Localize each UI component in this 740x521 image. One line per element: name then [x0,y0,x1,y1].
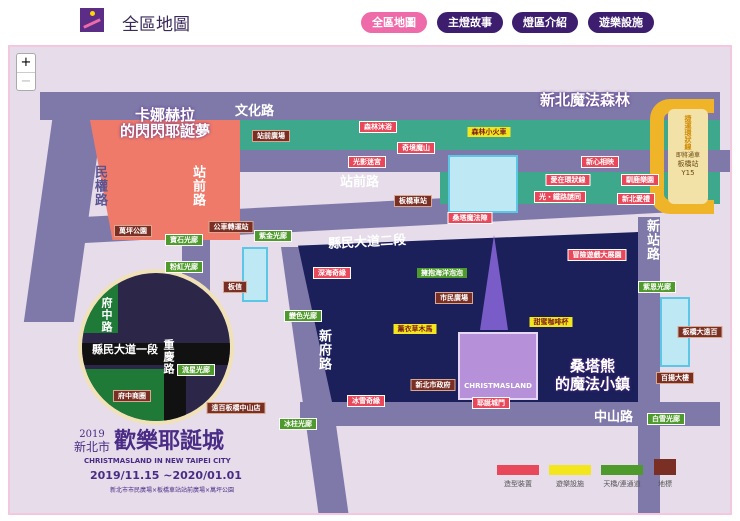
christmas-tree-icon [480,235,508,330]
road-name: 新府路 [316,329,331,371]
label-installation[interactable]: 冒險遊戲大展園 [567,249,627,261]
legend-installation: 造型裝置 [494,465,542,489]
kanahei-zone [90,120,240,240]
banxin-building [242,247,268,302]
label-landmark[interactable]: 市民廣場 [435,292,473,304]
event-venues: 新北市市民廣場×板橋車站站前廣場×萬坪公園 [109,487,235,494]
label-landmark[interactable]: 萬坪公園 [114,225,152,237]
legend-ride: 遊樂設施 [546,465,594,489]
label-ride[interactable]: 森林小火車 [467,127,511,137]
label-installation[interactable]: 新北愛禮 [617,193,655,205]
road-name: 站前路 [340,175,380,190]
label-installation[interactable]: 愛在環狀線 [545,174,591,186]
label-installation[interactable]: 新心相映 [581,156,619,168]
road-name: 縣民大道一段 [92,343,158,356]
map-logo-icon [80,8,104,32]
label-installation[interactable]: 冰雪奇緣 [347,395,385,407]
label-walkway[interactable]: 紫恩光廊 [638,281,676,293]
label-landmark[interactable]: 站前廣場 [252,130,290,142]
mrt-code: Y15 [681,169,695,177]
mrt-sign: 捷運環狀線 即將通車 板橋站 Y15 [668,109,708,204]
road-name: 新站路 [644,219,659,261]
nav-main-light-story[interactable]: 主燈故事 [437,12,503,33]
zoom-control[interactable]: + − [16,53,36,91]
legend-label: 遊樂設施 [556,480,584,488]
label-installation[interactable]: 耶誕城門 [472,397,510,409]
label-installation[interactable]: 光・鐵路謎同 [534,191,586,203]
label-walkway[interactable]: 寶石光廊 [165,234,203,246]
label-landmark[interactable]: 公車轉運站 [208,221,254,233]
label-landmark[interactable]: 府中商圈 [113,390,151,402]
road-name: 站前路 [190,165,205,207]
label-installation[interactable]: 光影迷宮 [348,156,386,168]
event-name: 歡樂耶誕城 [114,429,225,454]
label-installation[interactable]: 深海奇緣 [313,267,351,279]
label-landmark[interactable]: 新北市政府 [410,379,456,391]
road-name: 重慶路 [162,339,175,375]
event-year: 2019 [79,429,105,440]
label-installation[interactable]: 奇境魔山 [397,142,435,154]
label-ride[interactable]: 擁抱海洋泡泡 [417,268,467,278]
label-landmark[interactable]: 百揚大樓 [656,372,694,384]
event-city: 新北市 [73,440,110,454]
area-title-forest: 新北魔法森林 [540,91,631,109]
label-landmark[interactable]: 板橋車站 [394,195,432,207]
castle-text: CHRISTMASLAND [464,382,532,390]
event-map[interactable]: CHRISTMASLAND + − 文化路 站前路 站前路 民權路 縣民大道二段… [8,45,732,515]
label-walkway[interactable]: 紫金光廊 [254,230,292,242]
label-ride[interactable]: 薰衣草木馬 [393,324,437,334]
area-title-kanahei: 卡娜赫拉 的閃閃耶誕夢 [120,106,211,140]
mrt-station: 板橋站 [677,160,699,168]
legend-swatch [549,465,591,475]
christmasland-castle: CHRISTMASLAND [458,332,538,400]
label-walkway[interactable]: 冰柱光廊 [279,418,317,430]
page-title: 全區地圖 [122,15,190,35]
event-dates: 2019/11.15 ~2020/01.01 [90,469,242,482]
legend-label: 地標 [658,480,672,488]
zoom-out-button[interactable]: − [17,72,35,90]
mrt-soon: 即將通車 [675,152,700,159]
legend-landmark: 地標 [650,459,680,489]
label-landmark[interactable]: 板橋大遠百 [677,326,723,338]
road-name: 文化路 [235,104,275,119]
label-walkway[interactable]: 白雪光廊 [647,413,685,425]
legend-swatch [497,465,539,475]
legend-swatch [601,465,643,475]
mrt-line-name: 捷運環狀線 [684,115,692,150]
label-walkway[interactable]: 粉紅光廊 [165,261,203,273]
road-wenhua [40,92,720,120]
banqiao-station-building [448,155,518,213]
label-ride[interactable]: 甜蜜咖啡杯 [529,317,573,327]
area-title-santa: 桑塔熊 的魔法小鎮 [555,357,631,393]
label-landmark[interactable]: 遠百板橋中山店 [206,402,266,414]
label-landmark[interactable]: 板信 [223,281,247,293]
zoom-in-button[interactable]: + [20,55,32,70]
nav-full-map[interactable]: 全區地圖 [361,12,427,33]
road-name: 民權路 [92,165,107,207]
label-walkway[interactable]: 流星光廊 [177,364,215,376]
road-name: 中山路 [594,410,634,425]
label-installation[interactable]: 森林沐浴 [359,121,397,133]
nav-light-zones[interactable]: 燈區介紹 [512,12,578,33]
nav-rides[interactable]: 遊樂設施 [588,12,654,33]
legend-label: 天橋/連通道 [603,480,641,488]
fuzhong-inset [78,269,234,425]
label-installation[interactable]: 桑塔魔法陣 [447,212,493,224]
road-name: 府中路 [100,297,113,333]
header: 全區地圖 全區地圖 主燈故事 燈區介紹 遊樂設施 [0,0,740,44]
label-installation[interactable]: 馴鹿樂園 [621,174,659,186]
event-english-name: CHRISTMASLAND IN NEW TAIPEI CITY [84,457,231,465]
legend-swatch [654,459,676,475]
label-walkway[interactable]: 變色光廊 [284,310,322,322]
road-name: 縣民大道二段 [327,232,407,253]
legend-label: 造型裝置 [504,480,532,488]
legend-walkway: 天橋/連通道 [596,465,648,489]
